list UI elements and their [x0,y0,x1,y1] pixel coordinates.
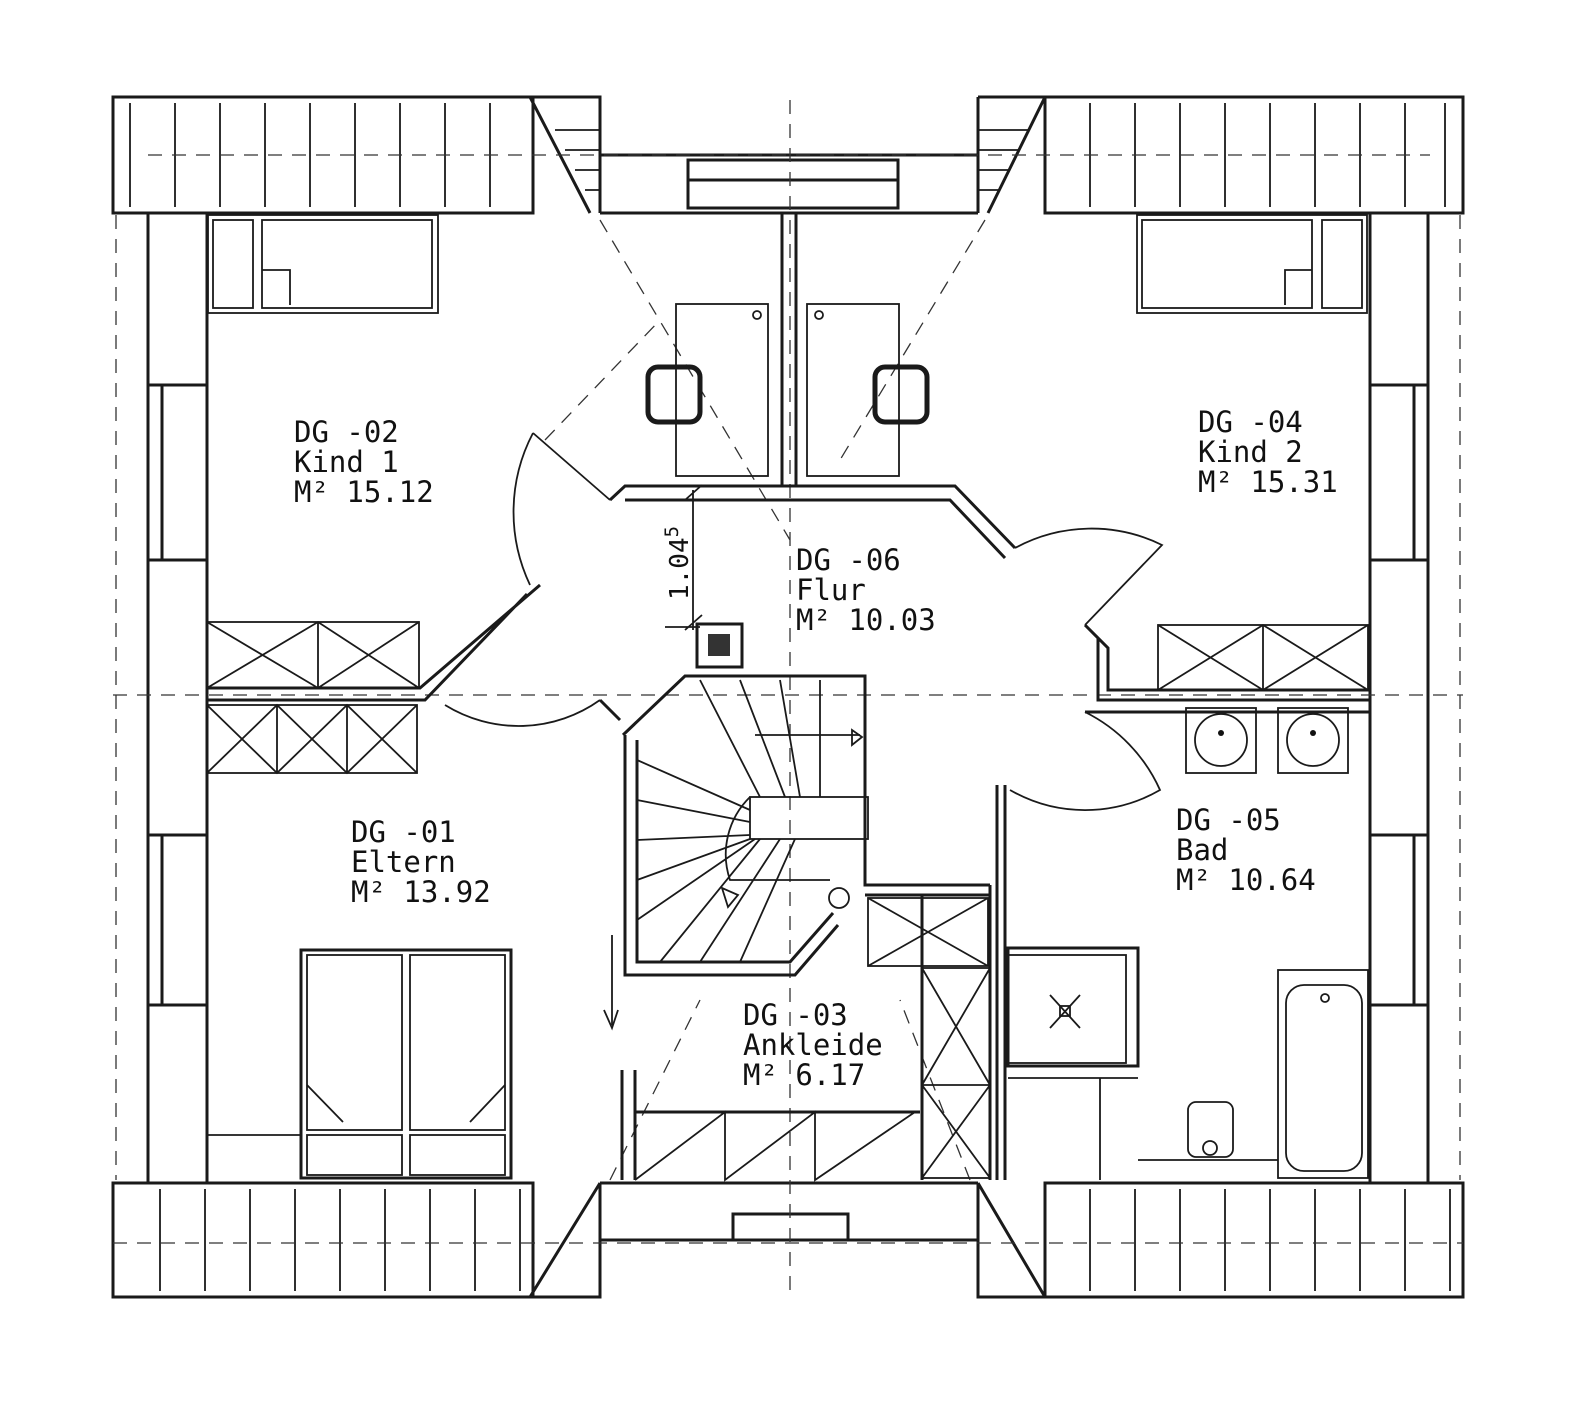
axis-lines [113,100,1463,1300]
bathroom-fixtures [1006,707,1369,1180]
svg-text:Flur: Flur [796,573,866,607]
chimney [695,622,744,669]
room-label-dg-02: DG -02 Kind 1 M² 15.12 [294,415,434,509]
staircase [603,679,869,1031]
svg-text:DG -06: DG -06 [796,543,901,577]
svg-text:M² 10.64: M² 10.64 [1176,863,1316,897]
beds [207,214,1368,1180]
svg-text:Ankleide: Ankleide [743,1028,883,1062]
svg-text:DG -03: DG -03 [743,998,848,1032]
svg-text:M² 15.31: M² 15.31 [1198,465,1338,499]
room-label-dg-04: DG -04 Kind 2 M² 15.31 [1198,405,1338,499]
doors [444,432,1164,811]
roof-top-left [111,95,602,215]
chimney-flue [708,634,730,656]
svg-text:DG -01: DG -01 [351,815,456,849]
svg-text:M² 15.12: M² 15.12 [294,475,434,509]
svg-text:M² 13.92: M² 13.92 [351,875,491,909]
svg-text:DG -04: DG -04 [1198,405,1303,439]
svg-text:DG -02: DG -02 [294,415,399,449]
svg-text:Bad: Bad [1176,833,1228,867]
desks [645,303,930,477]
svg-text:Eltern: Eltern [351,845,456,879]
svg-text:M² 6.17: M² 6.17 [743,1058,865,1092]
room-label-dg-05: DG -05 Bad M² 10.64 [1176,803,1316,897]
svg-text:DG -05: DG -05 [1176,803,1281,837]
dimension-line: 1.045 [661,484,703,631]
wardrobes [206,620,1369,1182]
dimension-value: 1.045 [661,526,695,600]
svg-text:Kind 2: Kind 2 [1198,435,1303,469]
room-label-dg-01: DG -01 Eltern M² 13.92 [351,815,491,909]
svg-text:Kind 1: Kind 1 [294,445,399,479]
svg-text:M² 10.03: M² 10.03 [796,603,936,637]
room-label-dg-06: DG -06 Flur M² 10.03 [796,543,936,637]
roof-top-right [976,95,1465,215]
outer-walls [146,213,1430,1183]
dormer-top [600,153,978,215]
roof-bottom [111,1181,1465,1299]
room-label-dg-03: DG -03 Ankleide M² 6.17 [743,998,883,1092]
